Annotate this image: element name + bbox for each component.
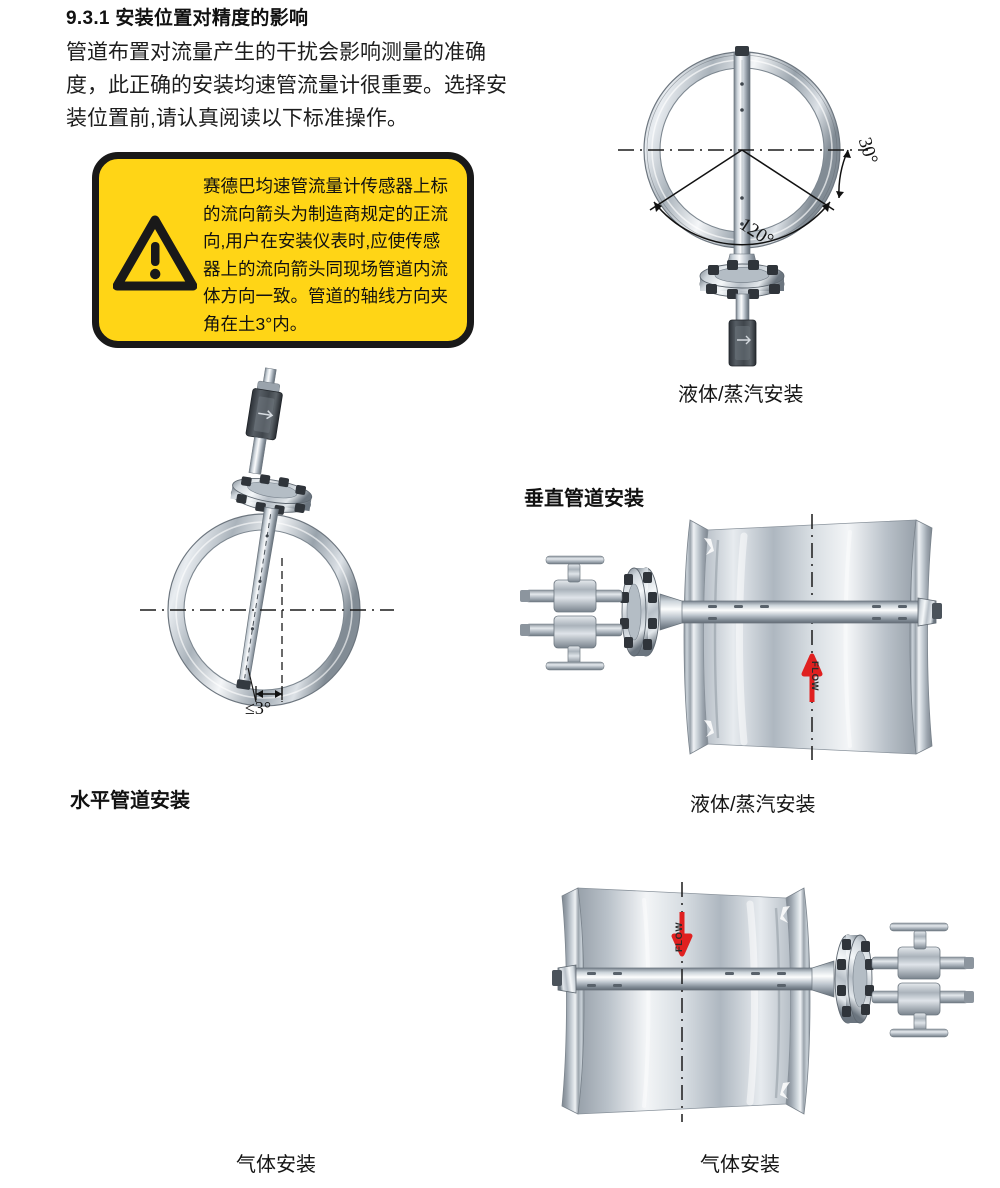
warning-callout-box: 赛德巴均速管流量计传感器上标 的流向箭头为制造商规定的正流 向,用户在安装仪表时… xyxy=(92,152,474,348)
flow-arrow-up xyxy=(801,653,823,702)
label-vertical-pipe-install: 垂直管道安装 xyxy=(524,488,644,510)
warning-text: 赛德巴均速管流量计传感器上标 的流向箭头为制造商规定的正流 向,用户在安装仪表时… xyxy=(203,173,457,338)
flow-label: FLOW xyxy=(809,661,820,691)
section-heading: 9.3.1 安装位置对精度的影响 xyxy=(66,8,309,29)
diagram-horizontal-pipe-liquid-steam: FLOW xyxy=(512,506,982,768)
warning-line: 角在土3°内。 xyxy=(203,313,308,334)
paragraph-line: 装位置前,请认真阅读以下标准操作。 xyxy=(66,107,408,130)
caption-vertical-liquid: 液体/蒸汽安装 xyxy=(678,384,804,406)
flow-label: FLOW xyxy=(674,922,685,952)
paragraph-line: 管道布置对流量产生的干扰会影响测量的准确 xyxy=(66,41,486,64)
tilt-tolerance-label: ≤3° xyxy=(245,698,272,718)
intro-paragraph: 管道布置对流量产生的干扰会影响测量的准确 度，此正确的安装均速管流量计很重要。选… xyxy=(66,36,507,135)
warning-line: 向,用户在安装仪表时,应使传感 xyxy=(203,231,441,251)
warning-line: 的流向箭头为制造商规定的正流 xyxy=(203,203,448,224)
diagram-vertical-pipe-gas-tilt: ≤3° xyxy=(130,367,430,740)
caption-horizontal-liquid: 液体/蒸汽安装 xyxy=(690,794,816,816)
warning-line: 赛德巴均速管流量计传感器上标 xyxy=(203,176,448,196)
warning-triangle-icon xyxy=(112,215,198,291)
warning-line: 体方向一致。管道的轴线方向夹 xyxy=(203,286,448,306)
label-horizontal-pipe-install: 水平管道安装 xyxy=(70,790,190,812)
caption-vertical-gas: 气体安装 xyxy=(236,1154,316,1176)
paragraph-line: 度，此正确的安装均速管流量计很重要。选择安 xyxy=(66,74,507,97)
diagram-horizontal-pipe-gas: FLOW xyxy=(512,876,982,1128)
flow-arrow-down xyxy=(671,912,693,957)
warning-line: 器上的流向箭头同现场管道内流 xyxy=(203,258,448,279)
caption-horizontal-gas: 气体安装 xyxy=(700,1154,780,1176)
diagram-vertical-pipe-liquid-steam: 120° 30° xyxy=(596,22,896,372)
